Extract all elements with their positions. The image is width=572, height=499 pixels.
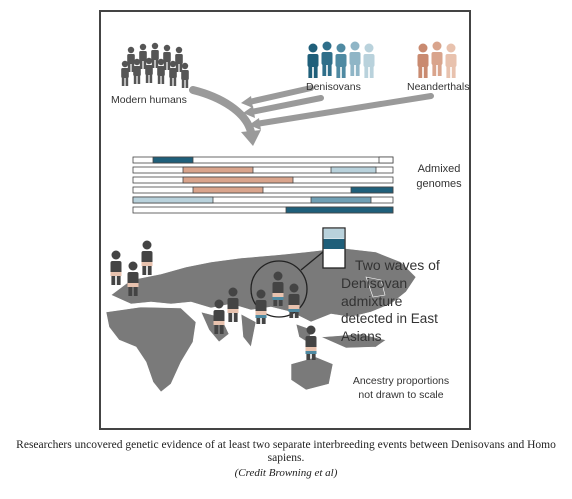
denisovans-label: Denisovans [306, 81, 361, 93]
admixed-genomes-line1: Admixed [417, 163, 461, 175]
neanderthals-label: Neanderthals [407, 81, 470, 93]
figure-panel: Modern humans Denisovans Neanderthals Ad… [99, 10, 471, 430]
two-waves-line3: detected in East Asians [341, 311, 438, 344]
admixed-genomes-label: Admixed genomes [409, 162, 469, 192]
ancestry-proportion-beaker [322, 227, 346, 269]
two-waves-line2: Denisovan admixture [341, 275, 408, 309]
gene-flow-arrows [189, 85, 434, 136]
two-waves-label: Two waves of Denisovan admixture detecte… [341, 256, 471, 346]
figure-caption: Researchers uncovered genetic evidence o… [16, 439, 556, 464]
ancestry-note-line1: Ancestry proportions [352, 375, 450, 387]
modern-humans-label: Modern humans [111, 94, 187, 106]
admixed-genomes-line2: genomes [416, 178, 462, 190]
neanderthals-icon [417, 41, 457, 78]
admixed-genome-bars [132, 156, 394, 214]
denisovans-icon [307, 41, 375, 78]
arrow-heads [241, 96, 261, 146]
diagram-graphic [105, 41, 457, 393]
map-people-icons [110, 240, 317, 360]
east-asia-circle [250, 260, 308, 318]
two-waves-line1: Two waves of [355, 257, 440, 273]
ancestry-note-line2: not drawn to scale [358, 389, 444, 401]
modern-humans-icon [121, 42, 189, 88]
figure-credit: (Credit Browning et al) [234, 467, 338, 479]
ancestry-note: Ancestry proportions not drawn to scale [345, 374, 457, 402]
